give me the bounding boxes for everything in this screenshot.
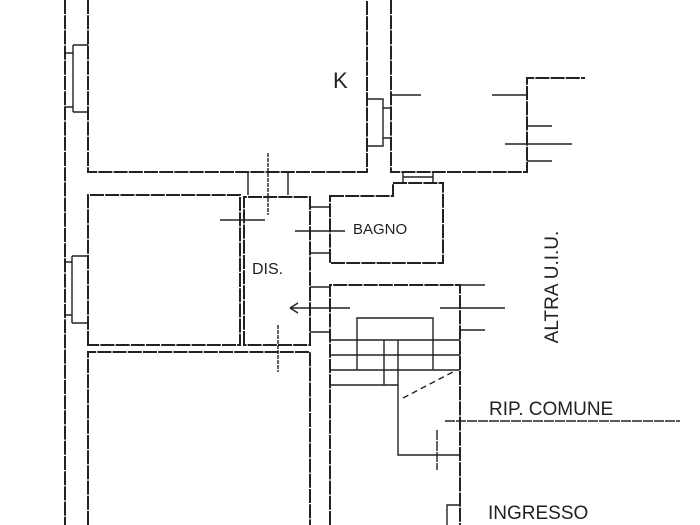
label-entrance: INGRESSO — [488, 503, 589, 524]
hallway-room — [243, 196, 311, 346]
kitchen-room — [87, 0, 368, 173]
door-kitchen — [247, 153, 289, 215]
label-bathroom: BAGNO — [353, 221, 408, 238]
label-hallway: DIS. — [252, 261, 284, 278]
bedroom-middle — [87, 194, 265, 346]
other-unit-walls — [390, 0, 585, 173]
entry-arrow-icon — [289, 302, 350, 314]
window-left-top — [65, 44, 88, 113]
stair-block — [310, 284, 680, 525]
label-other-unit: ALTRA U.I.U. — [542, 230, 563, 344]
bathroom-room — [295, 172, 444, 264]
bedroom-bottom — [87, 325, 311, 525]
label-kitchen: K — [333, 68, 348, 93]
label-common-landing: RIP. COMUNE — [489, 399, 614, 420]
window-kitchen-right — [367, 98, 390, 147]
window-left-middle — [65, 255, 88, 324]
